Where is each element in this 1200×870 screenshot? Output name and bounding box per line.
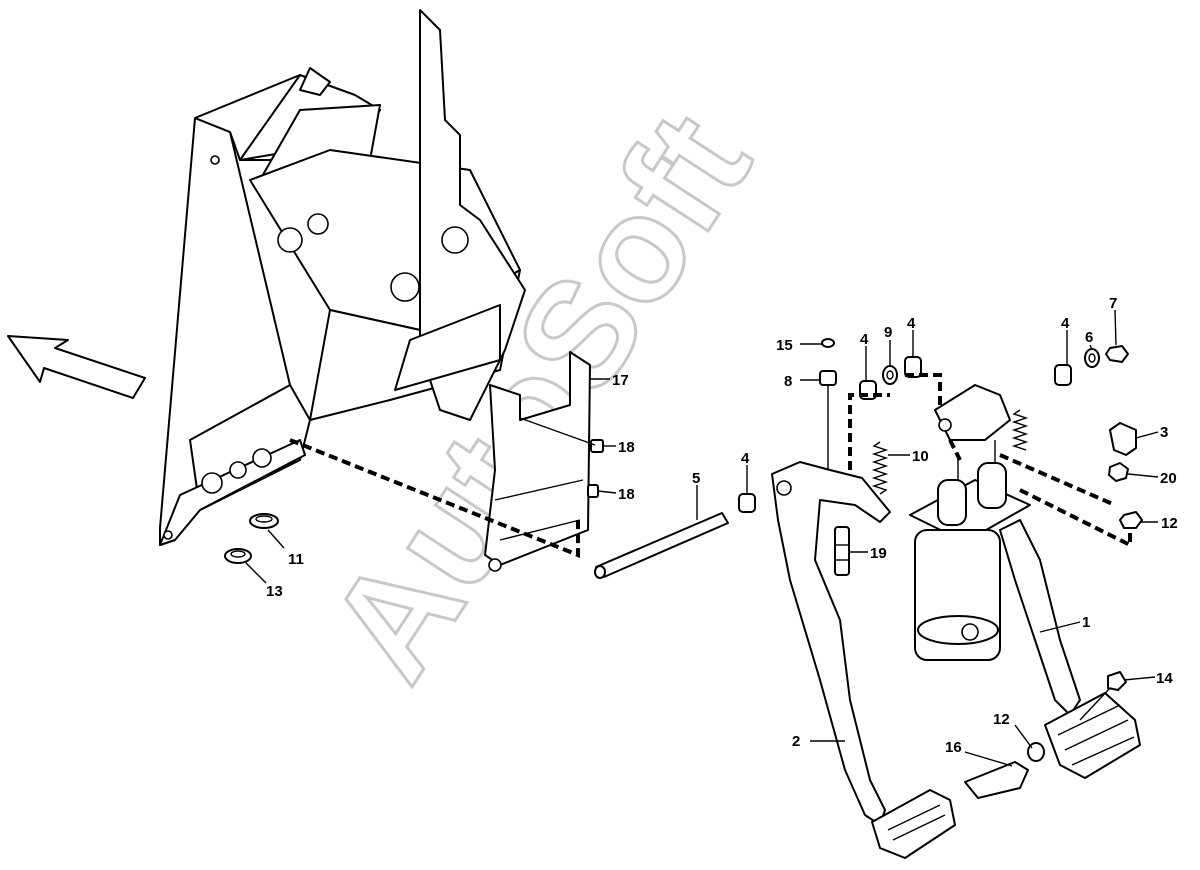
callout-7: 7 <box>1109 295 1117 312</box>
callout-2: 2 <box>792 733 800 750</box>
callout-20: 20 <box>1160 470 1177 487</box>
callout-11: 11 <box>288 551 304 568</box>
callout-6: 6 <box>1085 329 1093 346</box>
callout-18: 18 <box>618 439 635 456</box>
callout-13: 13 <box>266 583 283 600</box>
washer <box>1084 348 1100 368</box>
assembly-lines <box>289 373 1132 558</box>
callout-14: 14 <box>1156 670 1173 687</box>
callout-4: 4 <box>741 450 750 467</box>
bushing <box>1054 364 1072 386</box>
callout-4: 4 <box>860 331 869 348</box>
callouts: 1 2 3 4 4 4 4 5 6 7 8 9 10 11 12 12 13 1… <box>266 295 1178 756</box>
callout-8: 8 <box>784 373 792 390</box>
callout-4: 4 <box>907 315 916 332</box>
bolt <box>1079 671 1127 721</box>
callout-10: 10 <box>912 448 929 465</box>
brake-pedal <box>771 461 956 859</box>
callout-5: 5 <box>692 470 700 487</box>
plate-bracket <box>484 351 591 572</box>
nut <box>1119 511 1143 529</box>
callout-17: 17 <box>612 372 629 389</box>
arrow-left-icon <box>7 335 146 399</box>
callout-4: 4 <box>1061 315 1070 332</box>
bolt <box>590 439 604 453</box>
callout-9: 9 <box>884 324 892 341</box>
master-cylinder <box>909 384 1031 661</box>
callout-15: 15 <box>776 337 793 354</box>
nut <box>1105 345 1129 363</box>
callout-12: 12 <box>1161 515 1178 532</box>
callout-12: 12 <box>993 711 1010 728</box>
pedal-shaft <box>594 512 729 579</box>
nut <box>1108 462 1129 482</box>
grommet <box>249 513 279 529</box>
grommet <box>224 548 252 564</box>
callout-18: 18 <box>618 486 635 503</box>
frame-bracket <box>159 9 526 546</box>
callout-16: 16 <box>945 739 962 756</box>
washer <box>882 365 898 385</box>
plate <box>964 761 1029 799</box>
bushing <box>738 493 756 513</box>
callout-1: 1 <box>1082 614 1090 631</box>
clutch-pedal <box>999 519 1141 779</box>
nut <box>821 338 835 348</box>
callout-3: 3 <box>1160 424 1168 441</box>
switch <box>834 526 850 576</box>
bolt <box>587 484 599 498</box>
return-spring <box>871 409 1029 495</box>
leader-lines <box>245 309 1159 767</box>
clevis <box>1109 422 1137 456</box>
callout-19: 19 <box>870 545 887 562</box>
